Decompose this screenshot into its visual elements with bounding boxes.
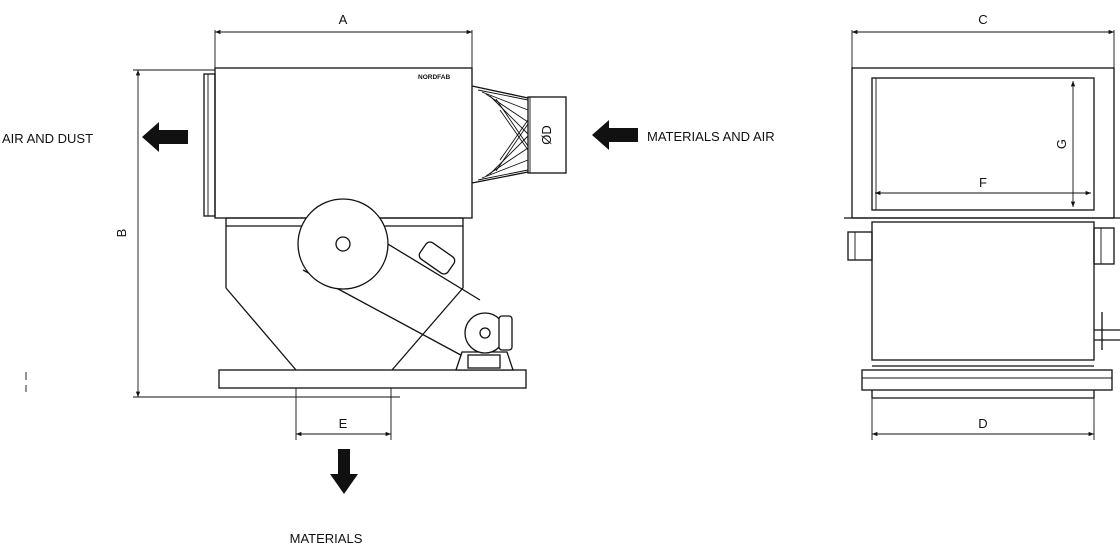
- left-arrow-icon: [142, 122, 188, 152]
- materials-label: MATERIALS: [290, 531, 363, 546]
- dimension-c-label: C: [978, 12, 987, 27]
- dimension-b: B: [114, 69, 400, 398]
- brand-label: NORDFAB: [418, 74, 450, 81]
- dimension-a: A: [214, 12, 473, 68]
- dimension-e-label: E: [339, 416, 348, 431]
- dimension-e: E: [295, 388, 392, 440]
- air-and-dust-outlet: AIR AND DUST: [2, 122, 188, 152]
- lower-body: [847, 221, 1120, 399]
- drive-assembly: [297, 198, 514, 371]
- materials-and-air-label: MATERIALS AND AIR: [647, 129, 775, 144]
- dimension-d-label: D: [978, 416, 987, 431]
- front-view: C G F: [844, 12, 1120, 440]
- motor: [455, 312, 514, 371]
- dimension-g: G: [1054, 81, 1076, 207]
- dimension-f: F: [875, 175, 1091, 196]
- dimension-a-label: A: [339, 12, 348, 27]
- dimension-f-label: F: [979, 175, 987, 190]
- dimension-b-label: B: [114, 229, 129, 238]
- air-and-dust-label: AIR AND DUST: [2, 131, 93, 146]
- dimension-diameter-d-label: ØD: [539, 125, 554, 145]
- dimension-d: D: [871, 398, 1095, 440]
- side-view: A B NORDFAB: [2, 12, 775, 546]
- inlet-transition: ØD: [471, 85, 567, 184]
- materials-outlet: MATERIALS: [290, 449, 363, 546]
- dimension-g-label: G: [1054, 139, 1069, 149]
- upper-frame: [844, 67, 1120, 219]
- upper-housing: NORDFAB: [203, 67, 473, 219]
- rotor-pulley: [297, 198, 389, 290]
- inlet-arrow-icon: [592, 120, 638, 150]
- belt-tensioner: [418, 241, 456, 275]
- dimension-c: C: [851, 12, 1115, 68]
- materials-and-air-inlet: MATERIALS AND AIR: [592, 120, 775, 150]
- down-arrow-icon: [330, 449, 358, 494]
